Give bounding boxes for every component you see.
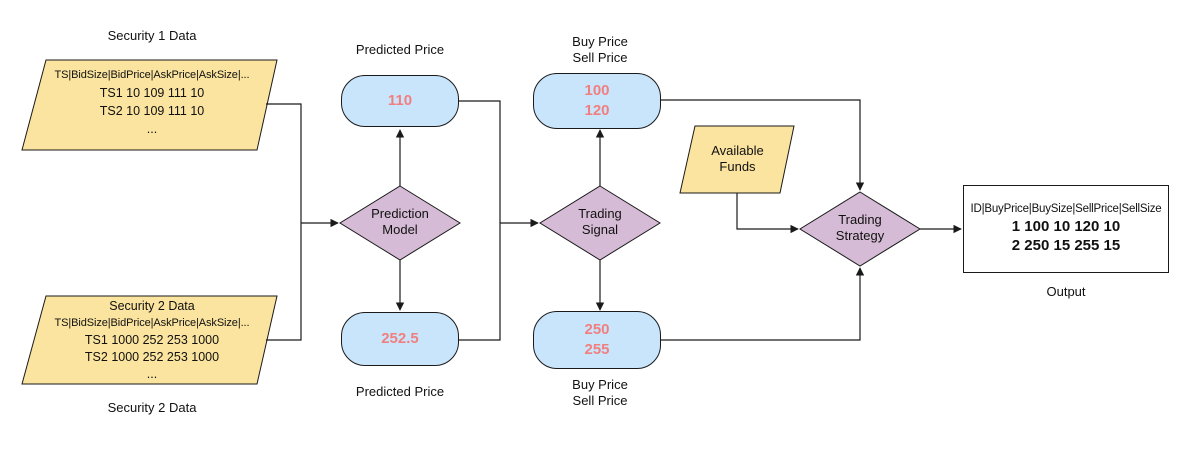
- trading-strategy-line-2: Strategy: [835, 228, 885, 243]
- signal-top-sell-value: 120: [584, 102, 610, 119]
- security-2-data-block: Security 2 Data TS|BidSize|BidPrice|AskP…: [40, 298, 264, 383]
- output-header: ID|BuyPrice|BuySize|SellPrice|SellSize: [970, 203, 1162, 215]
- signal-bottom-label-sell: Sell Price: [572, 393, 628, 408]
- security-2-inner-title: Security 2 Data: [109, 299, 195, 313]
- output-box: ID|BuyPrice|BuySize|SellPrice|SellSize 1…: [963, 185, 1169, 273]
- signal-bottom-label: Buy Price Sell Price: [550, 377, 650, 409]
- security-2-caption: Security 2 Data: [107, 400, 197, 415]
- predicted-price-bottom-label: Predicted Price: [355, 384, 445, 399]
- funds-shape: [679, 125, 795, 194]
- security-2-header: TS|BidSize|BidPrice|AskPrice|AskSize|...: [54, 317, 250, 329]
- security-2-row-2: TS2 1000 252 253 1000: [84, 350, 220, 364]
- security-1-title: Security 1 Data: [107, 28, 197, 43]
- prediction-model-line-1: Prediction: [371, 206, 429, 221]
- predicted-price-top-pill: 110: [341, 75, 459, 127]
- trading-strategy-diamond: [799, 191, 921, 267]
- security-1-data-block: TS|BidSize|BidPrice|AskPrice|AskSize|...…: [40, 66, 264, 138]
- signal-top-buy-value: 100: [584, 82, 610, 99]
- signal-bottom-sell-value: 255: [584, 341, 610, 358]
- connectors: [266, 99, 962, 341]
- trading-strategy-label: Trading Strategy: [810, 212, 910, 244]
- trading-signal-line-2: Signal: [581, 222, 619, 237]
- trading-signal-label: Trading Signal: [550, 206, 650, 238]
- trading-strategy-line-1: Trading: [838, 212, 882, 227]
- security-1-row-2: TS2 10 109 111 10: [99, 104, 205, 118]
- signal-top-label-buy: Buy Price: [572, 34, 628, 49]
- signal-bottom-label-buy: Buy Price: [572, 377, 628, 392]
- funds-line-2: Funds: [719, 159, 756, 174]
- signal-bottom-buy-value: 250: [584, 321, 610, 338]
- output-row-1: 1 100 10 120 10: [1011, 218, 1121, 235]
- funds-line-1: Available: [711, 143, 764, 158]
- security-2-shape: [21, 295, 278, 385]
- signal-bottom-pill: 250 255: [533, 311, 661, 369]
- prediction-model-line-2: Model: [382, 222, 418, 237]
- signal-top-pill: 100 120: [533, 73, 661, 129]
- security-1-row-3: ...: [146, 122, 158, 136]
- funds-label: Available Funds: [690, 143, 785, 175]
- signal-top-label-sell: Sell Price: [572, 50, 628, 65]
- trading-signal-line-1: Trading: [578, 206, 622, 221]
- predicted-price-top-value: 110: [387, 92, 413, 109]
- security-2-row-1: TS1 1000 252 253 1000: [84, 333, 220, 347]
- signal-top-label: Buy Price Sell Price: [550, 34, 650, 66]
- output-caption: Output: [1046, 284, 1086, 299]
- security-1-shape: [21, 59, 278, 151]
- security-2-row-3: ...: [146, 367, 158, 381]
- security-1-header: TS|BidSize|BidPrice|AskPrice|AskSize|...: [54, 69, 250, 81]
- predicted-price-top-label: Predicted Price: [355, 42, 445, 57]
- predicted-price-bottom-pill: 252.5: [341, 312, 459, 366]
- security-1-row-1: TS1 10 109 111 10: [99, 86, 205, 100]
- output-row-2: 2 250 15 255 15: [1011, 237, 1121, 254]
- prediction-model-label: Prediction Model: [350, 206, 450, 238]
- predicted-price-bottom-value: 252.5: [381, 330, 419, 347]
